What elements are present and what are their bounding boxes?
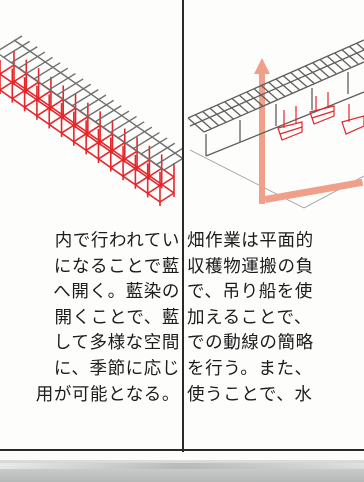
column-divider: [182, 0, 184, 452]
text-line: 収穫物運搬の負: [187, 256, 314, 277]
right-text-column: 畑作業は平面的 収穫物運搬の負 で、吊り船を使 加えることで、 での動線の簡略 …: [187, 229, 364, 447]
text-line: 使うことで、水: [187, 384, 313, 405]
text-line: 畑作業は平面的: [187, 231, 314, 251]
text-line: 開くことで、藍: [54, 307, 180, 328]
hanging-boat-icon: [277, 106, 303, 141]
text-line: 内で行われてい: [54, 231, 180, 251]
background-photo-strip: [0, 460, 364, 482]
text-line: での動線の簡略: [187, 333, 314, 354]
vertical-arrow-icon: [254, 58, 364, 204]
text-line: を行う。また、: [187, 358, 313, 379]
hanging-boat-icon: [309, 92, 335, 125]
left-text-column: 内で行われてい になることで藍 へ開く。藍染の 開くことで、藍 して多様な空間 …: [0, 229, 180, 447]
text-line: 加えることで、: [187, 307, 312, 328]
text-line: 用が可能となる。: [35, 384, 180, 405]
right-structure-illustration: [187, 39, 364, 209]
text-line: で、吊り船を使: [187, 282, 313, 303]
text-line: になることで藍: [53, 256, 180, 277]
text-line: して多様な空間: [53, 333, 180, 354]
text-line: へ開く。藍染の: [53, 282, 180, 303]
text-line: に、季節に応じ: [53, 358, 180, 379]
bottom-rule: [0, 449, 364, 451]
hanging-boat-icon: [341, 104, 364, 135]
left-structure-illustration: [0, 35, 182, 206]
document-page: 内で行われてい になることで藍 へ開く。藍染の 開くことで、藍 して多様な空間 …: [0, 0, 364, 452]
